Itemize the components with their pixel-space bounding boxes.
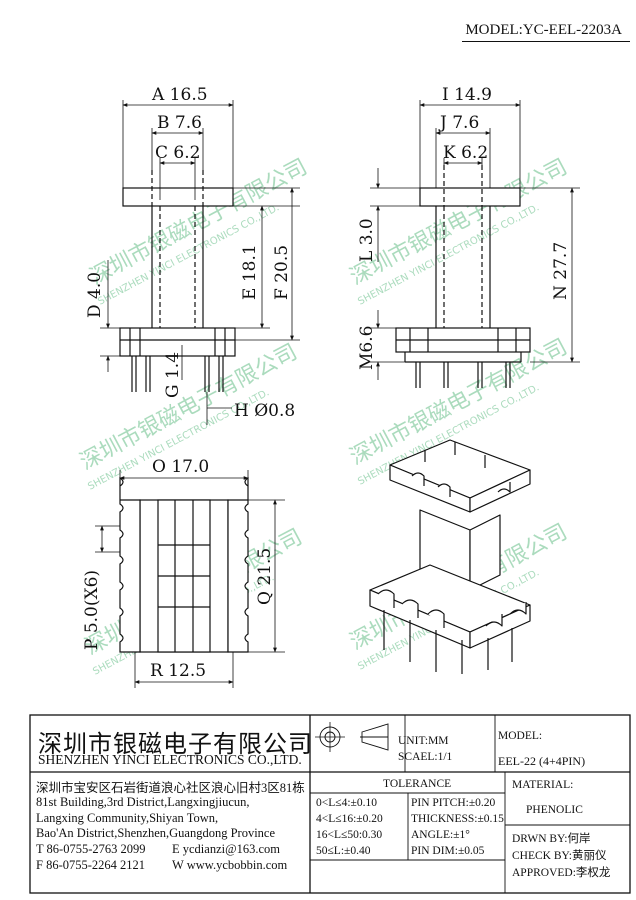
tolerance-title: TOLERANCE xyxy=(383,778,452,790)
company-name-en: SHENZHEN YINCI ELECTRONICS CO.,LTD. xyxy=(38,752,302,767)
isometric-view xyxy=(369,439,531,674)
watermark-cn-2: 深圳市银磁电子有限公司 xyxy=(346,155,571,291)
model-header: MODEL:YC-EEL-2203A xyxy=(465,22,622,38)
check-by: CHECK BY:黄丽仪 xyxy=(512,850,607,862)
dim-m: M6.6 xyxy=(357,326,377,370)
dim-l: L 3.0 xyxy=(357,218,377,262)
tolerance-left-3: 16<L≤50:0.30 xyxy=(316,829,383,841)
title-block-frame xyxy=(29,714,631,894)
material-value: PHENOLIC xyxy=(526,804,583,816)
company-name-cn: 深圳市银磁电子有限公司 xyxy=(38,732,313,758)
tolerance-right-4: PIN DIM:±0.05 xyxy=(411,845,485,857)
dim-p: P 5.0(X6) xyxy=(82,570,102,650)
contact-tel: T 86-0755-2763 2099 xyxy=(36,842,146,856)
dim-j: J 7.6 xyxy=(438,113,479,133)
dim-g: G 1.4 xyxy=(163,352,183,398)
tolerance-right-1: PIN PITCH:±0.20 xyxy=(411,797,496,809)
front-view-dimensions xyxy=(100,100,300,425)
tolerance-left-2: 4<L≤16:±0.20 xyxy=(316,813,383,825)
dim-r: R 12.5 xyxy=(150,661,206,681)
dim-i: I 14.9 xyxy=(442,85,492,105)
bottom-view xyxy=(119,476,249,653)
side-view-dimensions xyxy=(370,100,580,380)
unit-label: UNIT:MM xyxy=(398,735,449,747)
address-line-3: Langxing Community,Shiyan Town, xyxy=(36,811,219,825)
dim-c: C 6.2 xyxy=(155,143,200,163)
dim-d: D 4.0 xyxy=(85,272,105,318)
bottom-view-dimensions xyxy=(95,470,285,688)
tolerance-left-1: 0<L≤4:±0.10 xyxy=(316,797,377,809)
material-label: MATERIAL: xyxy=(512,779,574,791)
address-line-4: Bao'An District,Shenzhen,Guangdong Provi… xyxy=(36,826,276,840)
dim-b: B 7.6 xyxy=(157,113,202,133)
address-line-2: 81st Building,3rd District,Langxingjiucu… xyxy=(36,795,250,809)
header-rule xyxy=(462,41,630,42)
dim-e: E 18.1 xyxy=(240,244,260,300)
dim-f: F 20.5 xyxy=(272,245,292,300)
tolerance-left-4: 50≤L:±0.40 xyxy=(316,845,371,857)
model-value: EEL-22 (4+4PIN) xyxy=(498,754,586,768)
contact-email: E ycdianzi@163.com xyxy=(172,842,281,856)
dim-a: A 16.5 xyxy=(151,85,208,105)
contact-web: W www.ycbobbin.com xyxy=(172,858,288,872)
dim-n: N 27.7 xyxy=(551,242,571,300)
tolerance-right-2: THICKNESS:±0.15 xyxy=(411,813,504,825)
scale-label: SCAEL:1/1 xyxy=(398,751,453,763)
side-view xyxy=(395,165,531,388)
drawn-by: DRWN BY:何岸 xyxy=(512,833,591,845)
dim-q: Q 21.5 xyxy=(255,548,275,605)
dim-o: O 17.0 xyxy=(152,457,209,477)
model-label: MODEL: xyxy=(498,730,543,742)
dim-h: H Ø0.8 xyxy=(234,401,295,421)
front-view xyxy=(119,170,236,392)
contact-fax: F 86-0755-2264 2121 xyxy=(36,858,146,872)
approved-by: APPROVED:李权龙 xyxy=(512,867,611,879)
dim-k: K 6.2 xyxy=(443,143,488,163)
tolerance-right-3: ANGLE:±1° xyxy=(411,829,470,841)
address-line-1: 深圳市宝安区石岩街道浪心社区浪心旧村3区81栋 xyxy=(36,781,305,795)
